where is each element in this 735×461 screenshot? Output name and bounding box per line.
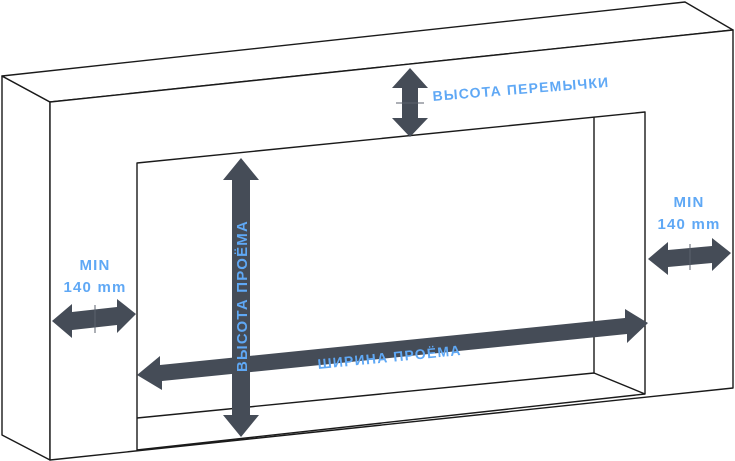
- opening: [136, 111, 646, 451]
- left-min-label: MIN: [79, 257, 110, 274]
- right-min-value: 140 mm: [657, 216, 720, 233]
- wall-left-face: [1, 75, 51, 461]
- right-min-label: MIN: [673, 194, 704, 211]
- opening-front-outline: [136, 111, 646, 451]
- left-min-arrow: [52, 299, 136, 338]
- right-min-arrow: [648, 238, 731, 275]
- opening-height-label: ВЫСОТА ПРОЁМА: [234, 220, 251, 372]
- opening-inner-bottom-edge: [136, 372, 646, 419]
- left-min-value: 140 mm: [63, 279, 126, 296]
- lintel-height-arrow: [392, 68, 428, 137]
- opening-width-arrow: [137, 309, 648, 390]
